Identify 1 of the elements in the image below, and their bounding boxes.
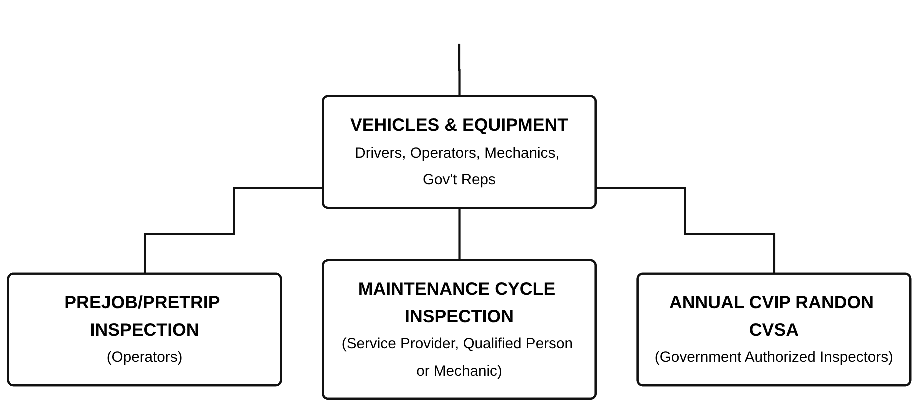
org-chart: VEHICLES & EQUIPMENT Drivers, Operators, Mechanics, Gov't Reps PREJOB/PRETRIP INSPECTION (Operators) MAINTENANCE CYCLE INSPECTION (Service Provider, Qualified Person or Mechanic) ANNUAL CVIP RANDON CVSA (Government Authorized Inspectors)	[0, 4, 919, 408]
